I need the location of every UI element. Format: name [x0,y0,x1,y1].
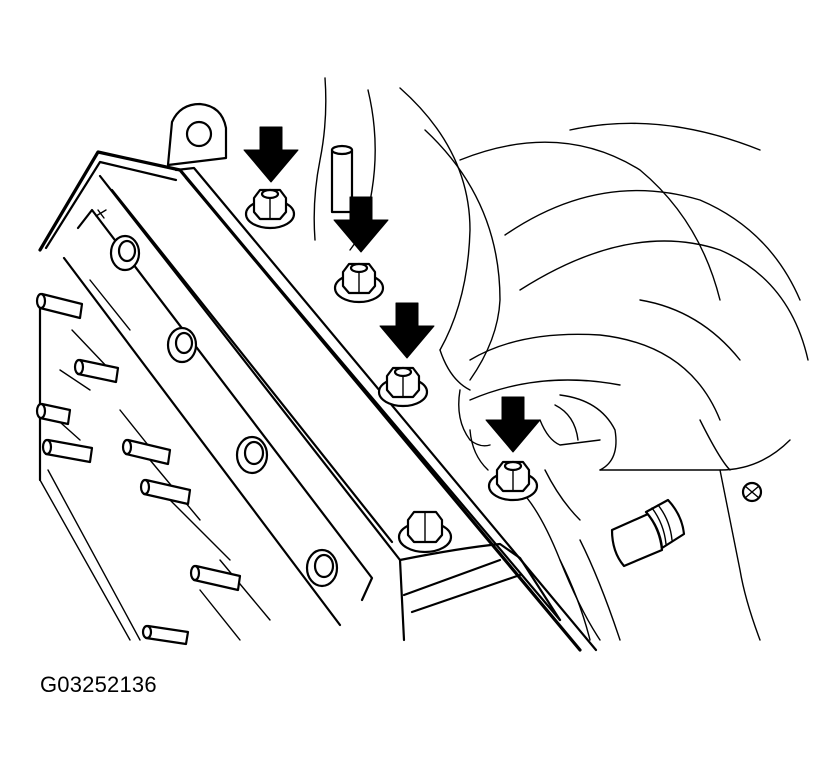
callout-arrow-2 [333,196,389,253]
figure-id-label: G03252136 [40,672,157,697]
callout-arrow-4 [485,396,541,453]
grommet [109,234,141,272]
nut-1 [244,188,296,230]
intake-manifold-contours [313,77,809,641]
grommets [109,234,339,588]
callout-arrows [243,126,541,453]
callout-arrow-1 [243,126,299,183]
stud [41,438,94,464]
studs [35,292,242,646]
dowel-pin [330,144,354,214]
stud [35,402,72,426]
grommet [305,548,339,588]
stud [35,292,84,320]
cover-body [38,102,598,652]
stud [189,564,242,592]
grommet [166,326,198,364]
stud [139,478,192,506]
grommet [235,435,269,475]
sensor-plug [610,481,763,568]
callout-arrow-3 [379,302,435,359]
nut-4 [487,460,539,502]
nut-2 [333,262,385,304]
stud [73,358,120,384]
nut-3 [377,366,429,408]
stud [121,438,172,466]
nut-unmarked [397,510,453,554]
stud [141,624,190,646]
